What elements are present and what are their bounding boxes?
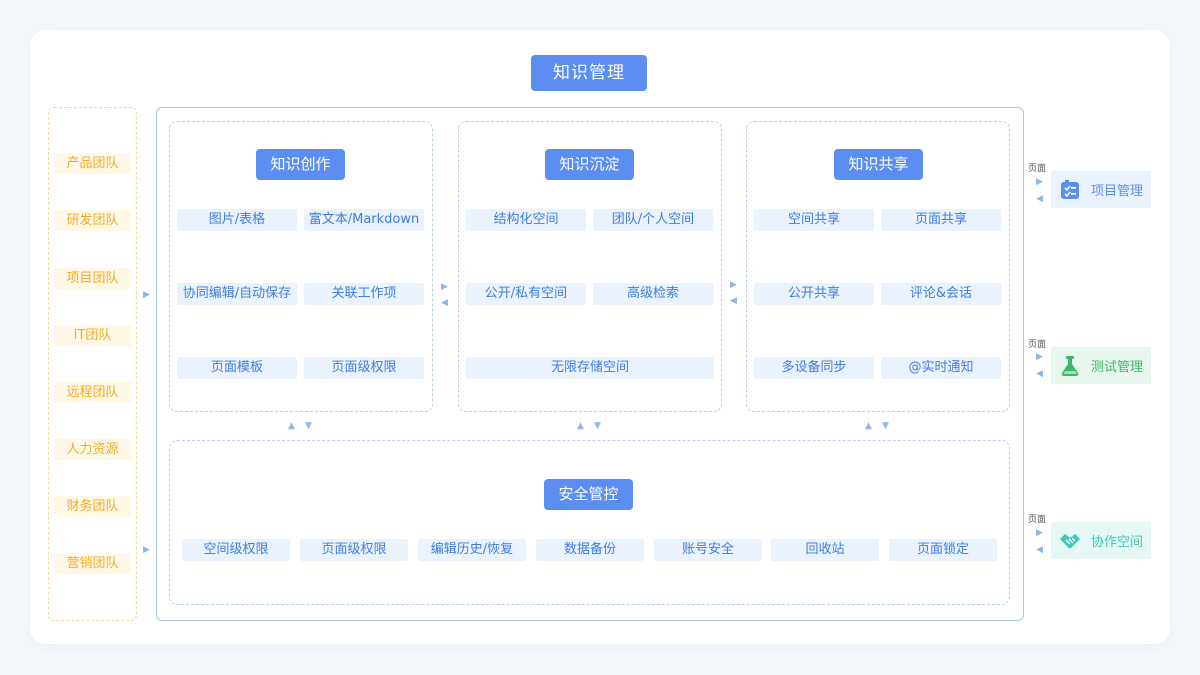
side-module-collab: 协作空间 [1051,522,1151,559]
flask-icon [1059,355,1081,377]
team-item: 远程团队 [54,382,131,403]
feature-chip: 结构化空间 [466,209,586,231]
arrow-left-icon: ◀ [730,296,737,306]
link-label: 页面 [1028,340,1047,350]
arrow-left-icon: ◀ [1036,545,1043,555]
side-module-project: 项目管理 [1051,171,1151,208]
team-item: 财务团队 [54,496,131,517]
feature-chip: 编辑历史/恢复 [418,539,526,561]
arrow-right-icon: ▶ [441,282,448,292]
feature-chip: 高级检索 [593,283,713,305]
panel-knowledge-creation [169,121,433,412]
arrow-down-icon: ▼ [305,421,312,431]
team-item: IT团队 [54,325,131,346]
feature-chip: @实时通知 [881,357,1001,379]
feature-chip: 页面级权限 [304,357,424,379]
arrow-down-icon: ▼ [882,421,889,431]
feature-chip: 多设备同步 [754,357,874,379]
link-label: 页面 [1028,164,1047,174]
team-item: 人力资源 [54,439,131,460]
arrow-left-icon: ◀ [441,298,448,308]
feature-chip: 关联工作项 [304,283,424,305]
team-item: 研发团队 [54,210,131,231]
panel-title-security: 安全管控 [544,479,633,510]
feature-chip: 账号安全 [654,539,762,561]
arrow-up-icon: ▲ [865,421,872,431]
arrow-right-icon: ▶ [1036,528,1043,538]
feature-chip: 团队/个人空间 [593,209,713,231]
arrow-right-icon: ▶ [1036,352,1043,362]
side-module-label: 项目管理 [1091,184,1144,199]
clipboard-checklist-icon [1059,179,1081,201]
feature-chip: 页面锁定 [889,539,997,561]
team-item: 产品团队 [54,153,131,174]
feature-chip: 页面共享 [881,209,1001,231]
arrow-right-icon: ▶ [730,280,737,290]
arrow-right-icon: ▶ [143,545,150,555]
panel-knowledge-deposit [458,121,722,412]
feature-chip: 空间级权限 [182,539,290,561]
handshake-icon [1059,530,1081,552]
arrow-up-icon: ▲ [288,421,295,431]
feature-chip: 回收站 [771,539,879,561]
feature-chip: 空间共享 [754,209,874,231]
arrow-left-icon: ◀ [1036,194,1043,204]
side-module-label: 测试管理 [1091,360,1144,375]
feature-chip: 图片/表格 [177,209,297,231]
panel-knowledge-sharing [746,121,1010,412]
arrow-up-icon: ▲ [577,421,584,431]
link-label: 页面 [1028,515,1047,525]
arrow-right-icon: ▶ [1036,177,1043,187]
page-title: 知识管理 [531,55,647,91]
main-container [156,107,1024,621]
feature-chip: 评论&会话 [881,283,1001,305]
panel-title-creation: 知识创作 [256,149,345,180]
panel-security-control [169,440,1010,605]
panel-title-sharing: 知识共享 [834,149,923,180]
panel-title-deposit: 知识沉淀 [545,149,634,180]
arrow-left-icon: ◀ [1036,369,1043,379]
side-module-label: 协作空间 [1091,535,1144,550]
feature-chip: 无限存储空间 [466,357,714,379]
arrow-down-icon: ▼ [594,421,601,431]
teams-group [48,107,137,621]
team-item: 营销团队 [54,553,131,574]
feature-chip: 协同编辑/自动保存 [177,283,297,305]
feature-chip: 数据备份 [536,539,644,561]
feature-chip: 公开共享 [754,283,874,305]
arrow-right-icon: ▶ [143,290,150,300]
feature-chip: 页面级权限 [300,539,408,561]
team-item: 项目团队 [54,268,131,289]
feature-chip: 公开/私有空间 [466,283,586,305]
side-module-test: 测试管理 [1051,347,1151,384]
feature-chip: 富文本/Markdown [304,209,424,231]
feature-chip: 页面模板 [177,357,297,379]
